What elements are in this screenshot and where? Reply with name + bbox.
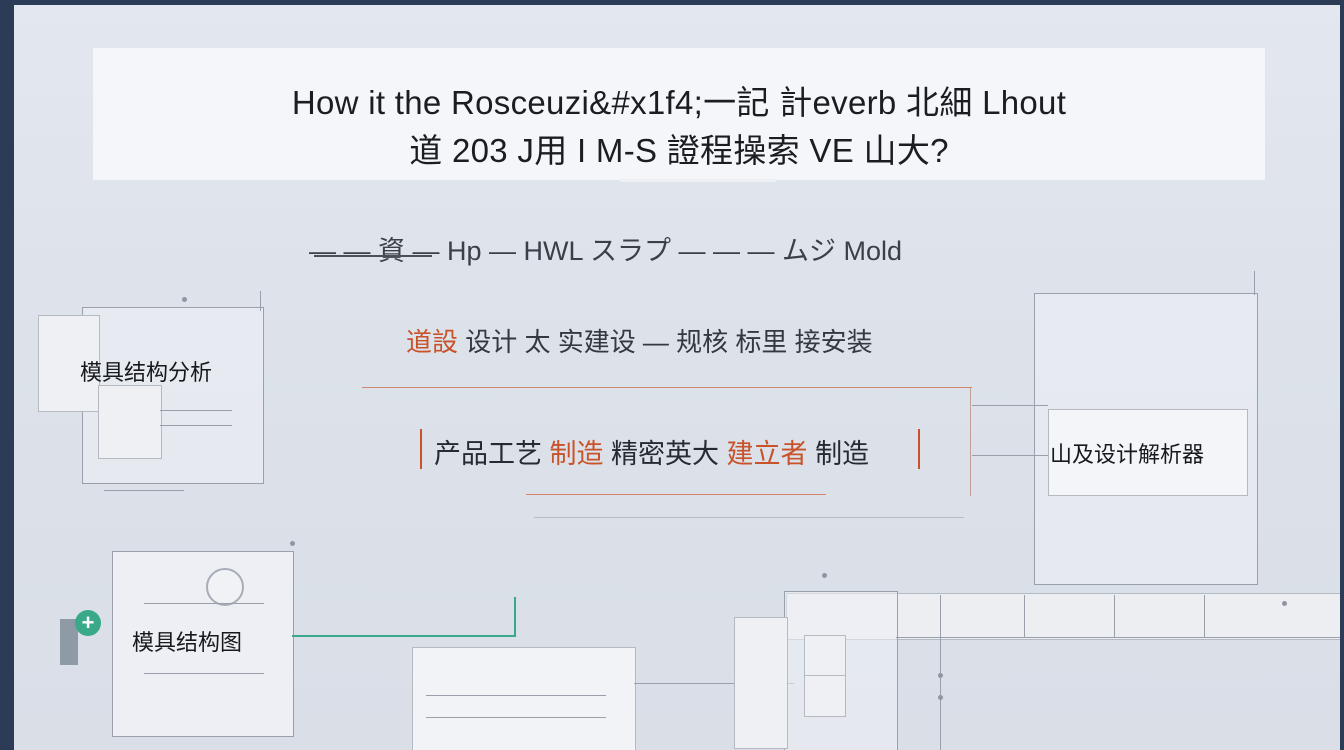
left-bottom-rule-1 [144,603,264,604]
left-top-rule-1 [160,410,232,411]
dot [290,541,295,546]
center-caption-part2: 制造 [549,439,604,469]
right-bar [918,429,920,469]
left-top-label: 模具结构分析 [80,360,213,385]
dot [938,673,943,678]
right-label: 山及设计解析器 [1050,442,1205,467]
left-bottom-label: 模具结构图 [132,630,243,655]
title-box: How it the Rosceuzi&#x1f4;一記 計everb 北細 L… [92,47,1266,181]
bottom-connector [634,683,794,684]
subtitle: — — 資 — Hp — HWL スラプ — — — ムジ Mold [309,236,903,266]
left-bar [420,429,422,469]
title-line-1: How it the Rosceuzi&#x1f4;一記 計everb 北細 L… [291,84,1067,121]
center-caption-part3: 精密英大 [611,439,720,469]
bottom-right-vert-2 [1024,595,1025,637]
dot [938,695,943,700]
center-caption-part4: 建立者 [726,439,808,469]
top-caption-dark: 设计 太 实建设 — 规核 标里 接安装 [465,327,873,357]
orange-divider-top [362,387,972,388]
bottom-right-rule [896,637,1340,638]
left-bottom-panel [112,551,294,737]
center-caption-part1: 产品工艺 [434,439,542,469]
bottom-right-side-block [734,617,788,749]
diagram-canvas: How it the Rosceuzi&#x1f4;一記 計everb 北細 L… [14,5,1340,750]
left-top-tick [260,291,261,311]
dot [822,573,827,578]
left-bottom-rule-2 [144,673,264,674]
circle-icon [206,568,244,606]
teal-connector-v [514,597,516,637]
left-top-inner-block [98,385,162,459]
subtitle-rule [314,255,432,257]
teal-connector-h [292,635,516,637]
right-tick [1254,271,1255,295]
bottom-center-box [412,647,636,750]
left-top-rule-2 [160,425,232,426]
bottom-right-vert-4 [1204,595,1205,637]
dashed-underline [534,517,964,518]
dot [1282,601,1287,606]
center-caption-part5: 制造 [815,439,870,469]
top-caption-orange: 道設 [406,327,459,357]
left-top-block [38,315,100,412]
plus-base [60,619,78,665]
bottom-right-vert-3 [1114,595,1115,637]
bottom-right-square-1 [804,635,846,677]
left-top-base-line [104,490,184,491]
dot [182,297,187,302]
center-right-edge [970,388,971,496]
right-node-box [1048,409,1248,496]
right-connector-top [972,405,1048,406]
orange-divider-bottom [526,494,826,495]
bottom-right-square-2 [804,675,846,717]
plus-icon: + [75,610,101,636]
right-connector-bottom [972,455,1048,456]
bottom-center-rule-2 [426,717,606,718]
bottom-center-rule-1 [426,695,606,696]
title-line-2: 道 203 J用 I M-S 證程操索 VE 山大? [409,132,949,169]
top-caption: 道設 设计 太 实建设 — 规核 标里 接安装 [406,322,873,359]
bottom-right-vert-1 [940,595,941,750]
center-caption: 产品工艺 制造 精密英大 建立者 制造 [434,432,869,471]
title-tab [620,179,776,182]
